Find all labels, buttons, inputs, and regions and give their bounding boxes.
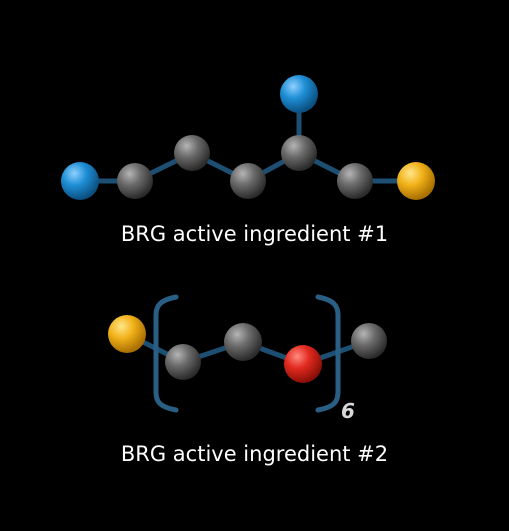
carbon-atom (165, 344, 201, 380)
right-bracket (315, 294, 341, 413)
molecule-1 (61, 75, 435, 200)
sulfur-atom (397, 162, 435, 200)
carbon-atom (117, 163, 153, 199)
carbon-atom (174, 135, 210, 171)
carbon-atom (281, 135, 317, 171)
oxygen-atom (284, 345, 322, 383)
carbon-atom (351, 323, 387, 359)
carbon-atom (337, 163, 373, 199)
nitrogen-atom (280, 75, 318, 113)
repeat-count-subscript: 6 (341, 399, 355, 423)
molecule-2-caption: BRG active ingredient #2 (120, 442, 389, 466)
molecule-1-caption: BRG active ingredient #1 (120, 222, 389, 246)
carbon-atom (230, 163, 266, 199)
nitrogen-atom (61, 162, 99, 200)
molecule-2: 6 (108, 294, 387, 423)
left-bracket (153, 294, 179, 413)
carbon-atom (224, 323, 262, 361)
sulfur-atom (108, 315, 146, 353)
